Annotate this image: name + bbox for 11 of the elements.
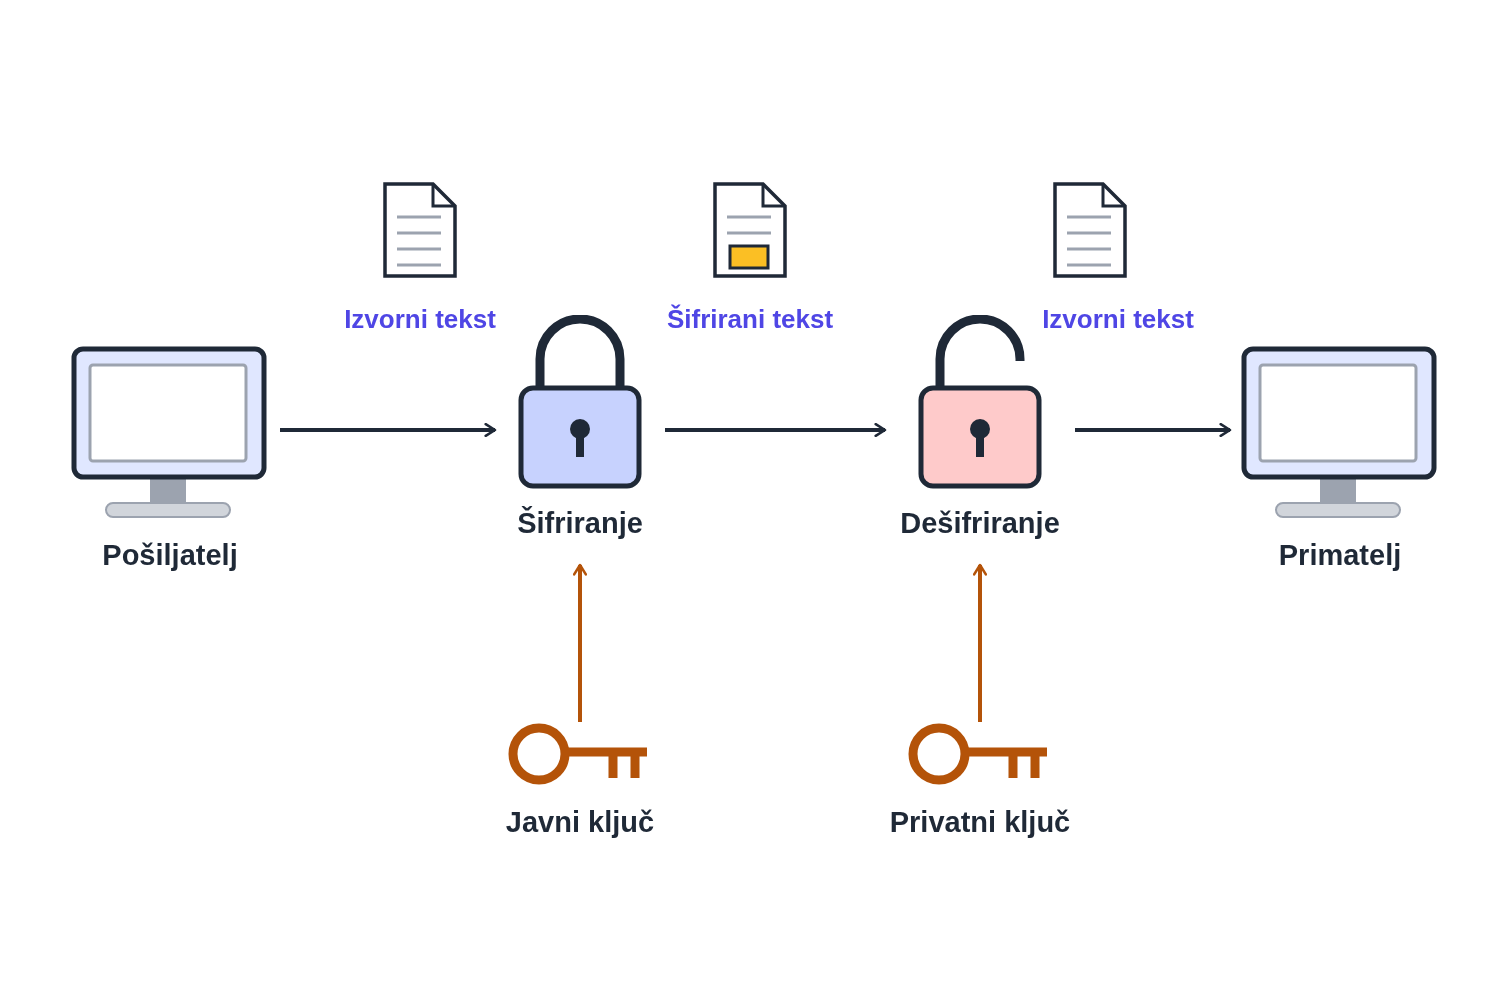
- arrow: [280, 422, 497, 438]
- arrow: [665, 422, 887, 438]
- node-label: Pošiljatelj: [102, 539, 238, 572]
- arrow: [1075, 422, 1232, 438]
- node-label: Primatelj: [1278, 539, 1402, 572]
- node-label: Šifriranje: [517, 507, 643, 540]
- node-label: Javni ključ: [505, 806, 655, 839]
- arrow: [972, 563, 988, 722]
- arrow: [572, 563, 588, 722]
- node-label: Dešifriranje: [900, 507, 1060, 540]
- node-label: Privatni ključ: [889, 806, 1071, 839]
